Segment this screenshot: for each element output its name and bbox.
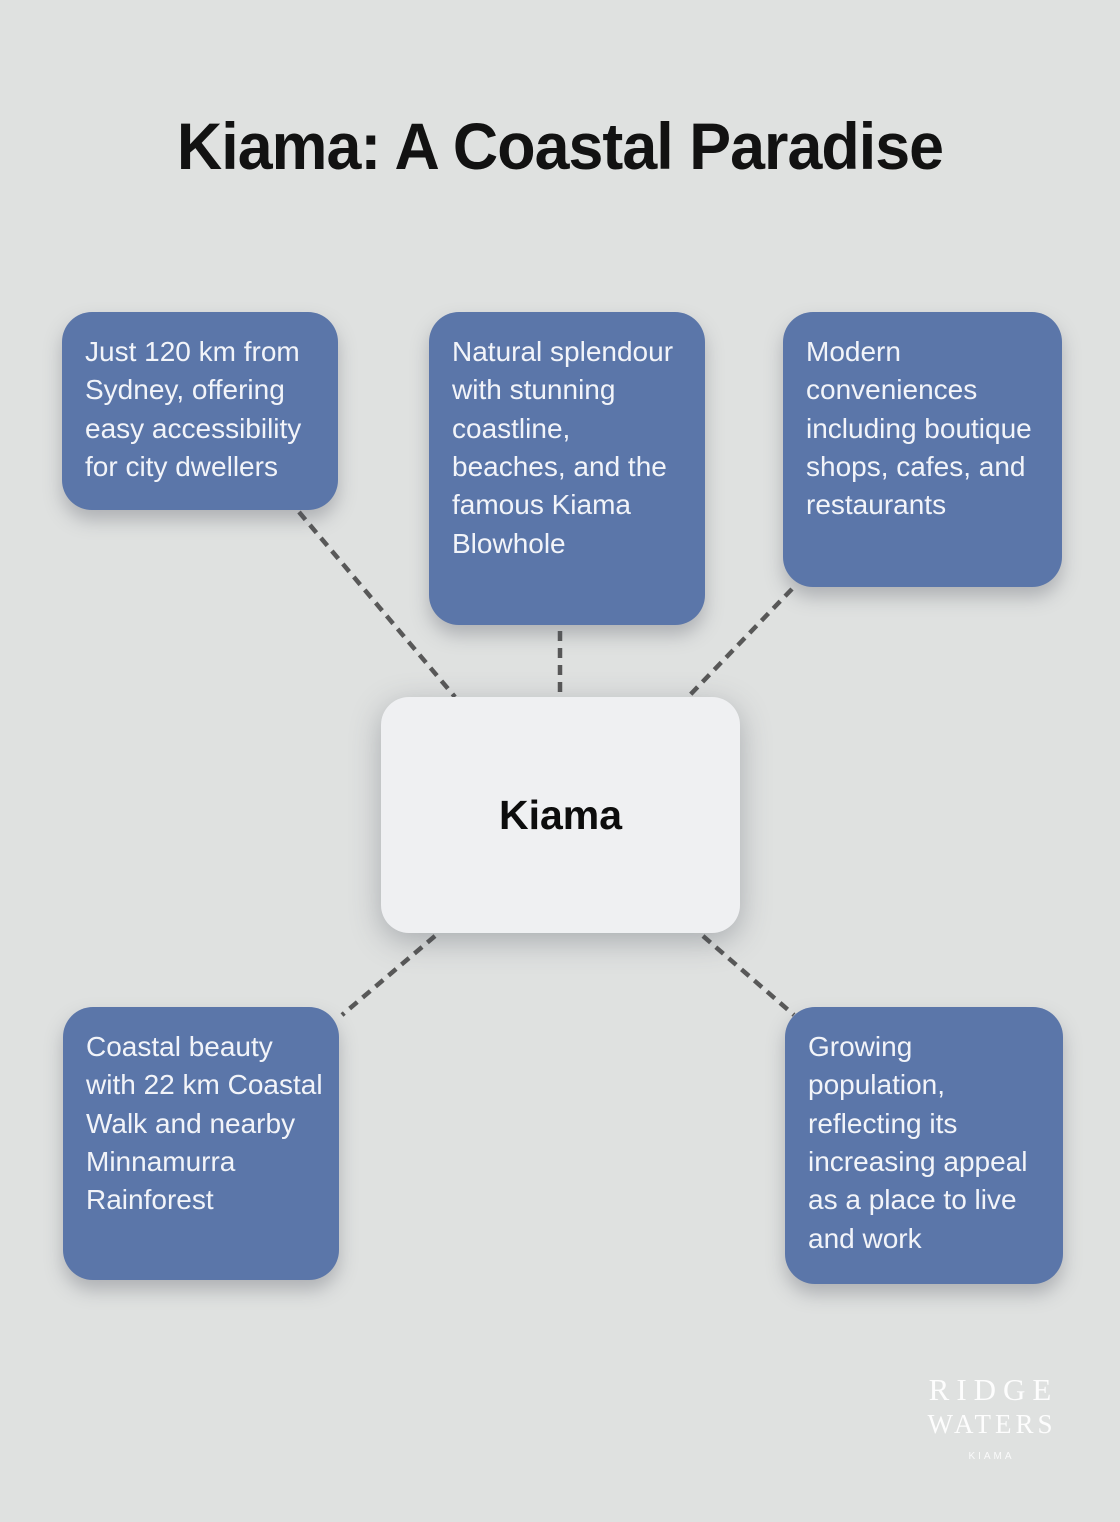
node-text: Natural splendour with stunning coastlin… bbox=[452, 336, 674, 559]
brand-logo: RIDGE WATERS KIAMA bbox=[898, 1374, 1082, 1462]
center-node-kiama: Kiama bbox=[381, 697, 740, 933]
node-text: Growing population, reflecting its incre… bbox=[808, 1031, 1028, 1254]
brand-logo-line2: WATERS bbox=[927, 1409, 1057, 1439]
node-natural-splendour: Natural splendour with stunning coastlin… bbox=[429, 312, 705, 625]
node-coastal-walk: Coastal beauty with 22 km Coastal Walk a… bbox=[63, 1007, 339, 1280]
page-title: Kiama: A Coastal Paradise bbox=[176, 109, 944, 183]
brand-logo-line3: KIAMA bbox=[968, 1451, 1015, 1462]
node-text: Coastal beauty with 22 km Coastal Walk a… bbox=[86, 1031, 323, 1216]
node-population: Growing population, reflecting its incre… bbox=[785, 1007, 1063, 1284]
node-text: Just 120 km from Sydney, offering easy a… bbox=[85, 336, 302, 483]
center-node-label: Kiama bbox=[498, 791, 623, 838]
node-accessibility: Just 120 km from Sydney, offering easy a… bbox=[62, 312, 338, 510]
node-conveniences: Modern conveniences including boutique s… bbox=[783, 312, 1062, 587]
brand-logo-line1: RIDGE bbox=[928, 1372, 1059, 1407]
node-text: Modern conveniences including boutique s… bbox=[806, 336, 1032, 521]
